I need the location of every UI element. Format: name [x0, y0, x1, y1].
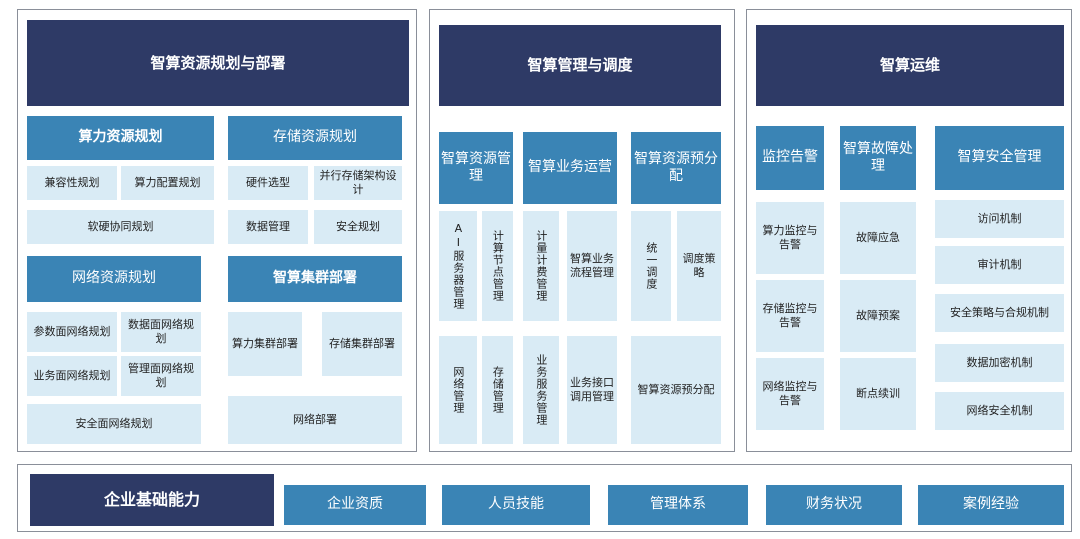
- network-security: 网络安全机制: [935, 392, 1064, 430]
- compute-node-mgmt: 计算节点管理: [482, 211, 513, 321]
- checkpoint-resume: 断点续训: [840, 358, 916, 430]
- compute-planning-header: 算力资源规划: [27, 116, 214, 160]
- security-mgmt-header: 智算安全管理: [935, 126, 1064, 190]
- resource-mgmt-header: 智算资源管理: [439, 132, 513, 204]
- panel2-title: 智算管理与调度: [439, 25, 721, 106]
- hw-sw-planning: 软硬协同规划: [27, 210, 214, 244]
- network-mgmt: 网络管理: [439, 336, 477, 444]
- fault-plan: 故障预案: [840, 280, 916, 352]
- storage-cluster-deploy: 存储集群部署: [322, 312, 402, 376]
- compute-monitor-alarm: 算力监控与告警: [756, 202, 824, 274]
- storage-planning-header: 存储资源规划: [228, 116, 402, 160]
- storage-monitor-alarm: 存储监控与告警: [756, 280, 824, 352]
- cluster-deploy-header: 智算集群部署: [228, 256, 402, 302]
- resource-prealloc: 智算资源预分配: [631, 336, 721, 444]
- enterprise-capability-title: 企业基础能力: [30, 474, 274, 526]
- resource-prealloc-header: 智算资源预分配: [631, 132, 721, 204]
- audit-mechanism: 审计机制: [935, 246, 1064, 284]
- panel-resource-planning: 智算资源规划与部署 算力资源规划 存储资源规划 兼容性规划 算力配置规划 软硬协…: [17, 9, 417, 452]
- parallel-storage-design: 并行存储架构设计: [314, 166, 402, 200]
- panel1-title: 智算资源规划与部署: [27, 20, 409, 106]
- data-encryption: 数据加密机制: [935, 344, 1064, 382]
- management-system: 管理体系: [608, 485, 748, 525]
- fault-emergency: 故障应急: [840, 202, 916, 274]
- security-network-planning: 安全面网络规划: [27, 404, 201, 444]
- business-ops-header: 智算业务运营: [523, 132, 617, 204]
- panel-enterprise-capability: 企业基础能力 企业资质 人员技能 管理体系 财务状况 案例经验: [17, 464, 1072, 532]
- scheduling-policy: 调度策略: [677, 211, 721, 321]
- monitor-alarm-header: 监控告警: [756, 126, 824, 190]
- data-management: 数据管理: [228, 210, 308, 244]
- network-monitor-alarm: 网络监控与告警: [756, 358, 824, 430]
- panel-operations: 智算运维 监控告警 智算故障处理 智算安全管理 算力监控与告警 存储监控与告警 …: [746, 9, 1072, 452]
- access-mechanism: 访问机制: [935, 200, 1064, 238]
- compat-planning: 兼容性规划: [27, 166, 117, 200]
- business-process-mgmt: 智算业务流程管理: [567, 211, 617, 321]
- unified-scheduling: 统一调度: [631, 211, 671, 321]
- security-planning: 安全规划: [314, 210, 402, 244]
- business-service-mgmt: 业务服务管理: [523, 336, 559, 444]
- security-compliance: 安全策略与合规机制: [935, 294, 1064, 332]
- compute-config-planning: 算力配置规划: [121, 166, 214, 200]
- data-network-planning: 数据面网络规划: [121, 312, 201, 352]
- enterprise-qualification: 企业资质: [284, 485, 426, 525]
- network-planning-header: 网络资源规划: [27, 256, 201, 302]
- panel-management-scheduling: 智算管理与调度 智算资源管理 智算业务运营 智算资源预分配 AI服务器管理 计算…: [429, 9, 735, 452]
- financial-status: 财务状况: [766, 485, 902, 525]
- network-deploy: 网络部署: [228, 396, 402, 444]
- mgmt-network-planning: 管理面网络规划: [121, 356, 201, 396]
- compute-cluster-deploy: 算力集群部署: [228, 312, 302, 376]
- staff-skills: 人员技能: [442, 485, 590, 525]
- storage-mgmt: 存储管理: [482, 336, 513, 444]
- ai-server-mgmt: AI服务器管理: [439, 211, 477, 321]
- business-network-planning: 业务面网络规划: [27, 356, 117, 396]
- metering-billing-mgmt: 计量计费管理: [523, 211, 559, 321]
- case-experience: 案例经验: [918, 485, 1064, 525]
- param-network-planning: 参数面网络规划: [27, 312, 117, 352]
- panel3-title: 智算运维: [756, 25, 1064, 106]
- fault-handling-header: 智算故障处理: [840, 126, 916, 190]
- business-api-mgmt: 业务接口调用管理: [567, 336, 617, 444]
- hardware-selection: 硬件选型: [228, 166, 308, 200]
